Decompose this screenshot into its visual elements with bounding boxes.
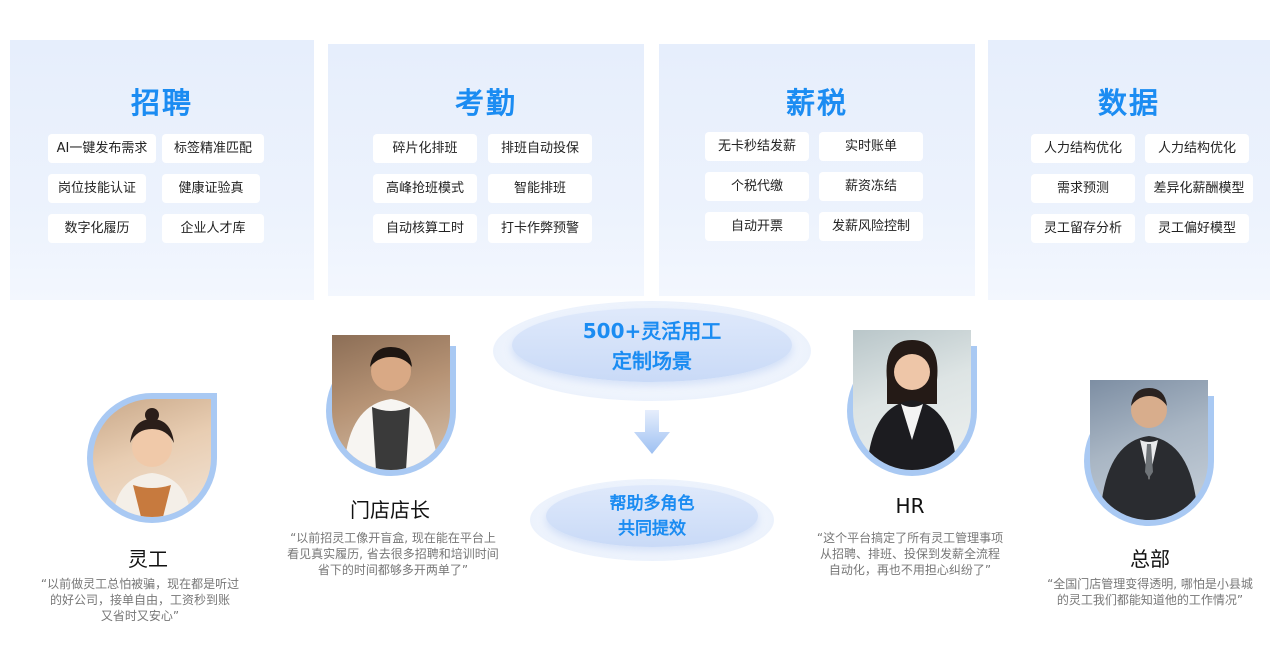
tag-item[interactable]: 无卡秒结发薪 — [705, 132, 809, 161]
role-quote: “以前做灵工总怕被骗，现在都是听过 的好公司，接单自由，工资秒到账 又省时又安心… — [20, 576, 260, 624]
tag-item[interactable]: 岗位技能认证 — [48, 174, 146, 203]
quote-line: 的好公司，接单自由，工资秒到账 — [49, 593, 230, 607]
quote-line: 看见真实履历, 省去很多招聘和培训时间 — [287, 547, 499, 561]
person-icon — [1100, 388, 1198, 520]
tag-item[interactable]: 灵工偏好模型 — [1145, 214, 1249, 243]
tag-item[interactable]: 高峰抢班模式 — [373, 174, 477, 203]
panel-title: 招聘 — [130, 86, 193, 120]
role-name: 总部 — [1130, 547, 1170, 571]
role-quote: “全国门店管理变得透明, 哪怕是小县城 的灵工我们都能知道他的工作情况” — [1030, 576, 1270, 608]
tag-item[interactable]: 排班自动投保 — [488, 134, 592, 163]
tag-item[interactable]: 企业人才库 — [162, 214, 264, 243]
tag-item[interactable]: 人力结构优化 — [1145, 134, 1249, 163]
panel-data: 数据 人力结构优化 人力结构优化 需求预测 差异化薪酬模型 灵工留存分析 灵工偏… — [988, 40, 1270, 300]
person-icon — [344, 347, 438, 470]
tag-item[interactable]: 标签精准匹配 — [162, 134, 264, 163]
role-quote: “以前招灵工像开盲盒, 现在能在平台上 看见真实履历, 省去很多招聘和培训时间 … — [268, 530, 518, 578]
quote-line: 又省时又安心” — [100, 609, 180, 623]
panel-payroll-tax: 薪税 无卡秒结发薪 实时账单 个税代缴 薪资冻结 自动开票 发薪风险控制 — [659, 44, 975, 296]
person-icon — [113, 408, 191, 517]
quote-line: 的灵工我们都能知道他的工作情况” — [1056, 593, 1244, 607]
tag-item[interactable]: 自动开票 — [705, 212, 809, 241]
avatar-store-manager — [332, 335, 450, 470]
role-quote: “这个平台搞定了所有灵工管理事项 从招聘、排班、投保到发薪全流程 自动化，再也不… — [790, 530, 1030, 578]
quote-line: 自动化，再也不用担心纠纷了” — [828, 563, 992, 577]
tag-item[interactable]: 薪资冻结 — [819, 172, 923, 201]
tag-item[interactable]: 自动核算工时 — [373, 214, 477, 243]
help-pill — [546, 485, 758, 547]
tag-item[interactable]: 智能排班 — [488, 174, 592, 203]
scenario-line-2: 定制场景 — [612, 349, 692, 373]
help-line-2: 共同提效 — [618, 519, 686, 539]
quote-line: “以前招灵工像开盲盒, 现在能在平台上 — [290, 531, 496, 545]
scenario-text: 500+灵活用工 定制场景 — [512, 316, 792, 376]
help-text: 帮助多角色 共同提效 — [546, 492, 758, 542]
role-name: HR — [895, 494, 925, 518]
quote-line: 从招聘、排班、投保到发薪全流程 — [819, 547, 1000, 561]
avatar-hr — [853, 330, 971, 470]
quote-line: “以前做灵工总怕被骗，现在都是听过 — [40, 577, 240, 591]
tag-item[interactable]: 需求预测 — [1031, 174, 1135, 203]
avatar-headquarters — [1090, 380, 1208, 520]
panel-title: 薪税 — [785, 86, 848, 120]
panel-title: 数据 — [1097, 86, 1160, 120]
tag-item[interactable]: 健康证验真 — [162, 174, 260, 203]
quote-line: “全国门店管理变得透明, 哪怕是小县城 — [1047, 577, 1253, 591]
avatar-flex-worker — [93, 399, 211, 517]
quote-line: 省下的时间都够多开两单了” — [317, 563, 469, 577]
tag-item[interactable]: 差异化薪酬模型 — [1145, 174, 1253, 203]
quote-line: “这个平台搞定了所有灵工管理事项 — [816, 531, 1004, 545]
role-name: 灵工 — [128, 547, 168, 571]
tag-item[interactable]: 打卡作弊预警 — [488, 214, 592, 243]
tag-item[interactable]: 灵工留存分析 — [1031, 214, 1135, 243]
tag-item[interactable]: 数字化履历 — [48, 214, 146, 243]
help-line-1: 帮助多角色 — [609, 494, 695, 514]
panel-attendance: 考勤 碎片化排班 排班自动投保 高峰抢班模式 智能排班 自动核算工时 打卡作弊预… — [328, 44, 644, 296]
panel-recruitment: 招聘 AI一键发布需求 标签精准匹配 岗位技能认证 健康证验真 数字化履历 企业… — [10, 40, 314, 300]
arrow-down-icon — [634, 410, 670, 454]
scenario-line-1: 500+灵活用工 — [582, 319, 722, 343]
tag-item[interactable]: 个税代缴 — [705, 172, 809, 201]
role-name: 门店店长 — [350, 498, 430, 522]
person-icon — [867, 340, 957, 470]
tag-item[interactable]: 人力结构优化 — [1031, 134, 1135, 163]
panel-title: 考勤 — [454, 86, 517, 120]
tag-item[interactable]: 碎片化排班 — [373, 134, 477, 163]
scenario-pill — [512, 308, 792, 382]
tag-item[interactable]: AI一键发布需求 — [48, 134, 156, 163]
tag-item[interactable]: 实时账单 — [819, 132, 923, 161]
tag-item[interactable]: 发薪风险控制 — [819, 212, 923, 241]
